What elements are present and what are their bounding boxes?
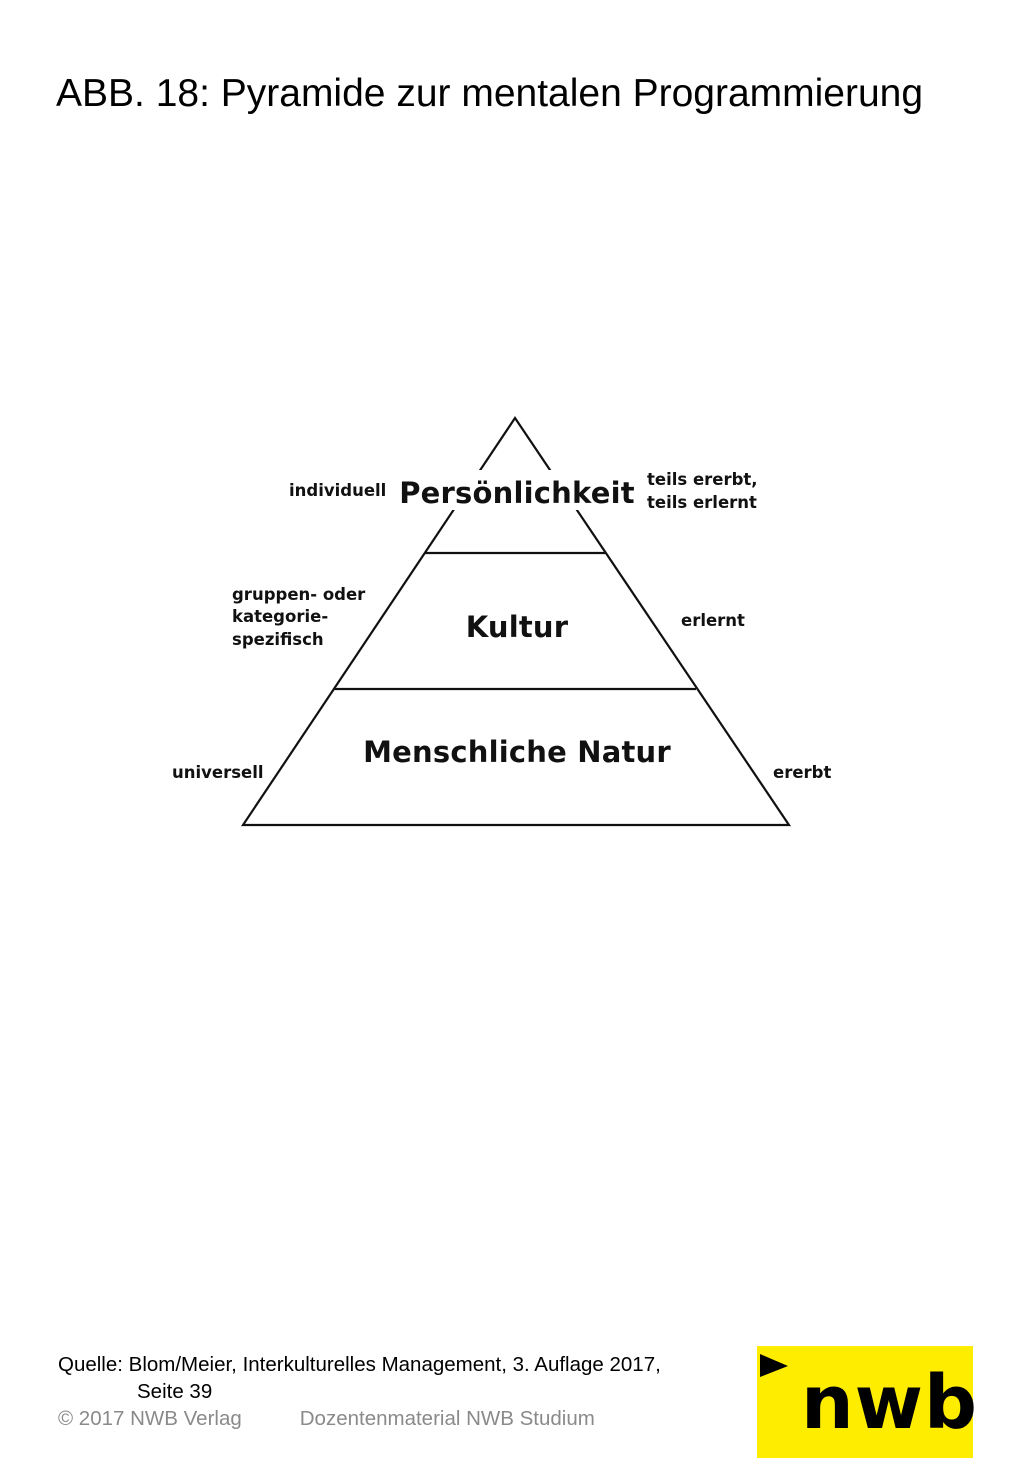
material-text: Dozentenmaterial NWB Studium (299, 1407, 595, 1430)
left-label-group-line3: spezifisch (232, 630, 324, 649)
right-label-inherited: ererbt (773, 763, 831, 782)
footer: © 2017 NWB Verlag Dozentenmaterial NWB St… (58, 1407, 595, 1431)
play-triangle-icon (760, 1354, 788, 1377)
logo-text: nwb (801, 1360, 979, 1446)
right-label-partly-line2: teils erlernt (647, 493, 757, 512)
pyramid-outline (240, 416, 792, 827)
right-label-learned: erlernt (681, 611, 745, 630)
page-title: ABB. 18: Pyramide zur mentalen Programmi… (56, 72, 924, 115)
nwb-logo: nwb (757, 1346, 977, 1458)
left-label-individual: individuell (289, 481, 386, 500)
label-backdrop (412, 470, 622, 510)
left-label-group-line2: kategorie- (232, 607, 328, 626)
left-label-group-line1: gruppen- oder (232, 585, 366, 604)
left-label-universal: universell (172, 763, 264, 782)
copyright-text: © 2017 NWB Verlag (58, 1407, 242, 1430)
source-line-1: Quelle: Blom/Meier, Interkulturelles Man… (58, 1353, 661, 1376)
source-line-2: Seite 39 (137, 1380, 213, 1403)
right-label-partly-line1: teils ererbt, (647, 470, 758, 489)
source-citation: Quelle: Blom/Meier, Interkulturelles Man… (58, 1351, 661, 1405)
level-label-personality: Persönlichkeit (399, 476, 635, 510)
level-label-human-nature: Menschliche Natur (363, 735, 671, 769)
level-label-culture: Kultur (466, 610, 569, 644)
